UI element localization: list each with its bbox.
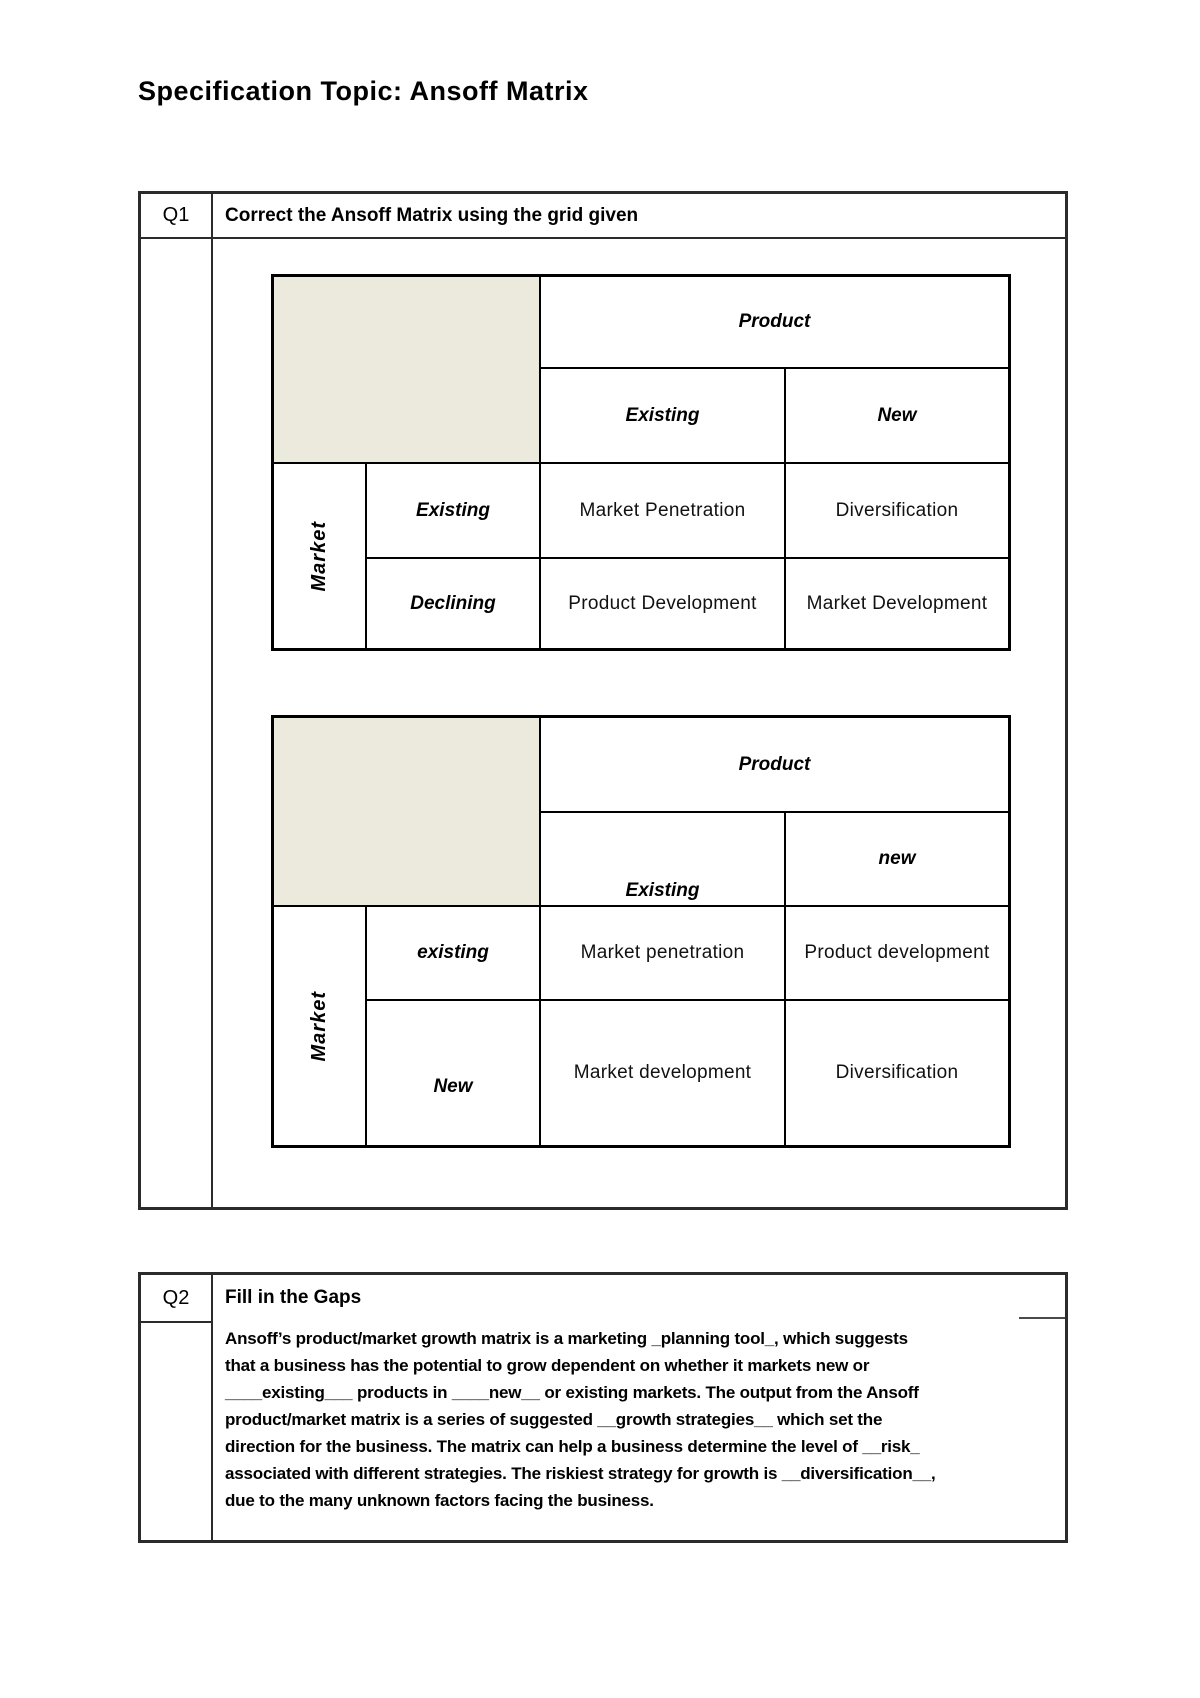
q2-paragraph-line: direction for the business. The matrix c… <box>225 1437 920 1456</box>
q2-heading: Fill in the Gaps <box>225 1287 362 1308</box>
matrix-bottom-row-header-existing: existing <box>367 907 541 1001</box>
matrix-top-cell-diversification: Diversification <box>786 464 1008 559</box>
q1-label: Q1 <box>162 204 190 226</box>
q2-paragraph-line: product/market matrix is a series of sug… <box>225 1410 883 1429</box>
matrix-top-row-header-existing: Existing <box>367 464 541 559</box>
q2-header-rule <box>141 1321 211 1323</box>
page-title: Specification Topic: Ansoff Matrix <box>138 76 589 106</box>
q2-right-stub-line <box>1019 1317 1065 1319</box>
q2-paragraph-line: associated with different strategies. Th… <box>225 1464 936 1483</box>
q2-paragraph-line: Ansoff’s product/market growth matrix is… <box>225 1329 908 1348</box>
matrix-bottom-cell-market-penetration: Market penetration <box>541 907 786 1001</box>
q2-label-column-divider <box>211 1275 213 1540</box>
q2-table: Q2 Fill in the Gaps Ansoff’s product/mar… <box>138 1272 1068 1543</box>
q2-paragraph-line: that a business has the potential to gro… <box>225 1356 870 1375</box>
q1-label-column-divider <box>211 194 213 1207</box>
q2-paragraph-line: due to the many unknown factors facing t… <box>225 1491 654 1510</box>
matrix-top-market-label: Market <box>308 520 330 592</box>
matrix-top-cell-market-development: Market Development <box>806 592 988 614</box>
q1-table: Q1 Correct the Ansoff Matrix using the g… <box>138 191 1068 1210</box>
matrix-bottom-col-header-existing: Existing <box>541 813 786 907</box>
q1-header-rule <box>141 237 1065 239</box>
matrix-top-col-header-new: New <box>786 369 1008 464</box>
q1-heading: Correct the Ansoff Matrix using the grid… <box>225 205 639 226</box>
matrix-top-product-label: Product <box>541 277 1008 369</box>
matrix-bottom-product-label: Product <box>541 718 1008 813</box>
matrix-top-col-header-existing: Existing <box>541 369 786 464</box>
q2-fill-in-gaps-paragraph: Ansoff’s product/market growth matrix is… <box>225 1325 1053 1514</box>
matrix-top-market-label-cell: Market <box>274 464 367 648</box>
matrix-bottom-cell-product-development: Product development <box>786 907 1008 1001</box>
matrix-bottom-row-header-new: New <box>367 1001 541 1145</box>
matrix-top-cell-product-development: Product Development <box>541 559 786 648</box>
ansoff-matrix-bottom: Product Existing new Market existing Mar… <box>271 715 1011 1148</box>
matrix-top-row-header-declining: Declining <box>367 559 541 648</box>
matrix-top-cell-market-penetration: Market Penetration <box>541 464 786 559</box>
matrix-bottom-cell-diversification: Diversification <box>835 1062 959 1083</box>
q2-paragraph-line: ____existing___ products in ____new__ or… <box>225 1383 919 1402</box>
matrix-top-corner-cell <box>274 277 541 464</box>
matrix-bottom-market-label: Market <box>308 990 330 1062</box>
matrix-bottom-corner-cell <box>274 718 541 907</box>
matrix-bottom-cell-market-development: Market development <box>541 1001 786 1145</box>
q2-label: Q2 <box>162 1287 190 1309</box>
matrix-bottom-col-header-new: new <box>786 813 1008 907</box>
ansoff-matrix-top: Product Existing New Market Existing Mar… <box>271 274 1011 651</box>
matrix-bottom-market-label-cell: Market <box>274 907 367 1145</box>
